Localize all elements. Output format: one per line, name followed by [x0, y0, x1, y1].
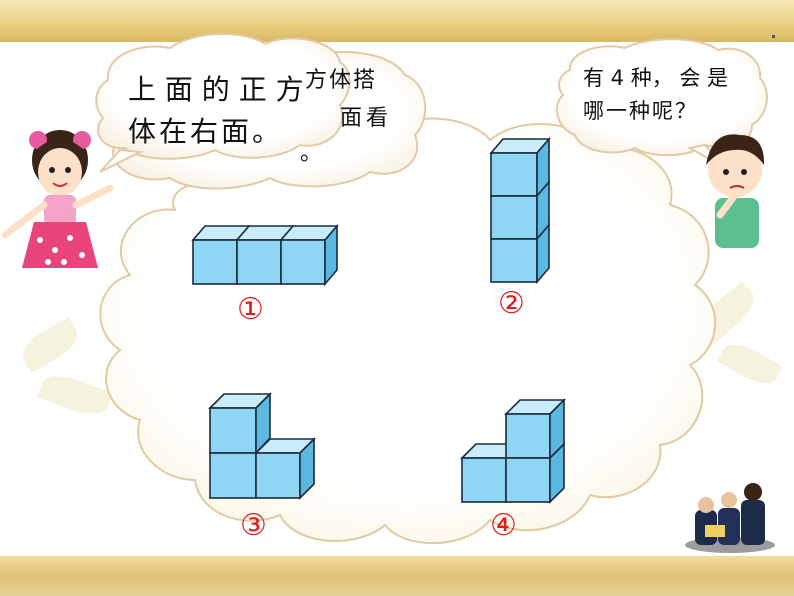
cube: [254, 437, 316, 500]
cube: [191, 225, 251, 285]
bottom-banner: [0, 556, 794, 596]
boy-bubble-line-1: 有 4 种， 会 是: [583, 66, 729, 90]
cube: [279, 223, 339, 287]
boy-bubble-line-2: 哪一种呢？: [583, 99, 698, 123]
cube: [490, 222, 550, 285]
top-banner: [0, 0, 794, 42]
back-bubble-line-2: 面看: [340, 106, 393, 131]
cube: [505, 442, 565, 504]
option-2-shape: [489, 136, 551, 285]
back-bubble-line-1: 方体搭: [305, 68, 378, 93]
cube: [209, 452, 257, 499]
cube: [235, 225, 295, 285]
girl-bubble-line-2: 体在右面。: [128, 115, 284, 148]
option-3-shape: [208, 392, 316, 500]
boy-character: [706, 134, 765, 248]
slide-dot: [772, 35, 775, 38]
girl-character: [1, 130, 114, 268]
option-1-shape: [191, 223, 339, 287]
option-2-label: ②: [498, 286, 525, 321]
option-3-label: ③: [240, 508, 267, 543]
option-1-label: ①: [237, 292, 264, 327]
cube: [490, 179, 550, 242]
cube: [504, 398, 566, 460]
cube: [208, 392, 272, 456]
option-4-label: ④: [490, 508, 517, 543]
cube: [489, 136, 551, 199]
speech-bubble-girl: [95, 32, 351, 173]
option-4-shape: [460, 398, 566, 504]
back-bubble-line-3: 。: [300, 141, 323, 166]
girl-bubble-line-1: 上 面 的 正 方: [128, 73, 304, 106]
children-reading-photo: [685, 483, 775, 553]
